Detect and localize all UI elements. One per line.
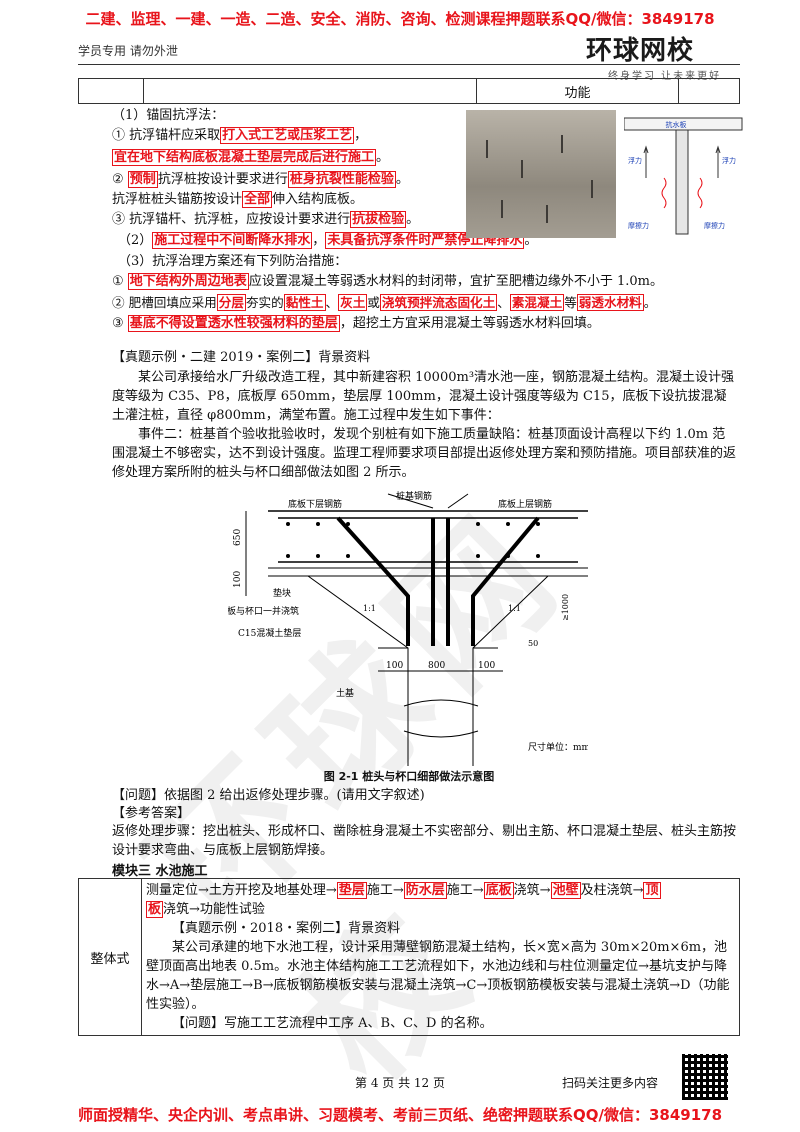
label-c15: C15混凝土垫层 [238, 627, 301, 639]
logo-main: 环球网校 [586, 36, 695, 66]
line-10: ② 肥槽回填应采用分层夯实的黏性土、灰土或浇筑预拌流态固化土、素混凝土等弱透水材… [112, 294, 657, 311]
pool-case-question: 【问题】写施工工艺流程中工序 A、B、C、D 的名称。 [172, 1016, 493, 1031]
top-table-cell: 功能 [476, 78, 679, 104]
qr-text: 扫码关注更多内容 [562, 1076, 659, 1090]
small-label-top: 抗水板 [666, 120, 687, 129]
dim-1000: ≥1000 [561, 594, 570, 621]
dim-650: 650 [233, 529, 243, 546]
label-pad: 垫块 [273, 587, 291, 599]
line-8: （3）抗浮治理方案还有下列防治措施： [118, 254, 348, 269]
case1-title: 【真题示例・二建 2019・案例二】背景资料 [112, 350, 371, 365]
case1-p2: 事件二：桩基首个验收批验收时，发现个别桩有如下施工质量缺陷：桩基顶面设计高程以下… [112, 427, 737, 480]
logo: 环球网校 终身学习 让未来更好 [586, 30, 736, 82]
anti-float-diagram: 抗水板 浮力 浮力 摩擦力 摩擦力 [624, 117, 743, 235]
small-label-right: 浮力 [722, 156, 736, 165]
page-number: 第 4 页 共 12 页 [355, 1076, 445, 1090]
line-11: ③ 基底不得设置透水性较强材料的垫层，超挖土方宜采用混凝土等弱透水材料回填。 [112, 315, 600, 332]
slope-left: 1:1 [363, 604, 376, 613]
dim-800: 800 [428, 661, 445, 671]
case1-p1: 某公司承接给水厂升级改造工程，其中新建容积 10000m³清水池一座，钢筋混凝土… [112, 370, 735, 423]
dim-100-b: 100 [478, 661, 495, 671]
label-cup: 底板与杯口一并浇筑 [228, 605, 299, 617]
label-top-bar: 底板上层钢筋 [498, 498, 552, 510]
line-1: （1）锚固抗浮法： [112, 108, 225, 123]
pool-case-text: 某公司承建的地下水池工程，设计采用薄壁钢筋混凝土结构，长×宽×高为 30m×20… [146, 940, 730, 1012]
line-6: ③ 抗浮锚杆、抗浮桩，应按设计要求进行抗拔检验。 [112, 211, 420, 228]
dim-100-vertical: 100 [233, 571, 243, 588]
pool-type-label: 整体式 [78, 878, 142, 1036]
small-label-bl: 摩擦力 [628, 221, 649, 230]
figure-caption: 图 2-1 桩头与杯口细部做法示意图 [323, 770, 495, 783]
question: 【问题】依据图 2 给出返修处理步骤。(请用文字叙述) [112, 788, 425, 803]
small-label-left: 浮力 [628, 156, 642, 165]
pool-table: 整体式 测量定位→土方开挖及地基处理→垫层施工→防水层施工→底板浇筑→池壁及柱浇… [78, 878, 740, 1036]
label-pile-bar: 桩基钢筋 [396, 490, 432, 502]
dim-100-a: 100 [386, 661, 403, 671]
top-banner: 二建、监理、一建、一造、二造、安全、消防、咨询、检测课程押题联系QQ/微信：38… [85, 10, 715, 28]
anchor-photo [466, 110, 616, 238]
header-rule [78, 64, 740, 65]
ref-answer-title: 【参考答案】 [112, 806, 191, 821]
small-label-br: 摩擦力 [704, 221, 725, 230]
line-9: ① 地下结构外周边地表应设置混凝土等弱透水材料的封闭带，宜扩至肥槽边缘外不小于 … [112, 273, 663, 290]
line-3: 宜在地下结构底板混凝土垫层完成后进行施工。 [112, 149, 390, 166]
line-2: ① 抗浮锚杆应采取打入式工艺或压浆工艺， [112, 127, 368, 144]
header-left: 学员专用 请勿外泄 [78, 44, 178, 58]
line-5: 抗浮桩桩头锚筋按设计全部伸入结构底板。 [112, 191, 364, 208]
pile-cup-diagram: 650 100 底板下层钢筋 桩基钢筋 底板上层钢筋 垫块 底板与杯口一并浇筑 … [228, 490, 588, 766]
module-title: 模块三 水池施工 [112, 864, 208, 879]
label-soil: 土基 [336, 687, 354, 699]
label-bottom-bar: 底板下层钢筋 [288, 498, 342, 510]
unit-label: 尺寸单位：mm [528, 741, 588, 753]
pool-case-title: 【真题示例・2018・案例二】背景资料 [172, 921, 401, 936]
pool-flow: 测量定位→土方开挖及地基处理→垫层施工→防水层施工→底板浇筑→池壁及柱浇筑→顶板… [146, 882, 661, 918]
dim-50: 50 [528, 639, 538, 648]
slope-right: 1:1 [508, 604, 521, 613]
answer: 返修处理步骤：挖出桩头、形成杯口、凿除桩身混凝土不实密部分、剔出主筋、杯口混凝土… [112, 824, 737, 858]
bottom-banner: 师面授精华、央企内训、考点串讲、习题模考、考前三页纸、绝密押题联系QQ/微信：3… [77, 1106, 723, 1124]
line-4: ② 预制抗浮桩按设计要求进行桩身抗裂性能检验。 [112, 171, 409, 188]
qr-code-icon [682, 1054, 728, 1100]
logo-sub: 终身学习 让未来更好 [608, 71, 722, 82]
top-table: 功能 [78, 78, 740, 104]
